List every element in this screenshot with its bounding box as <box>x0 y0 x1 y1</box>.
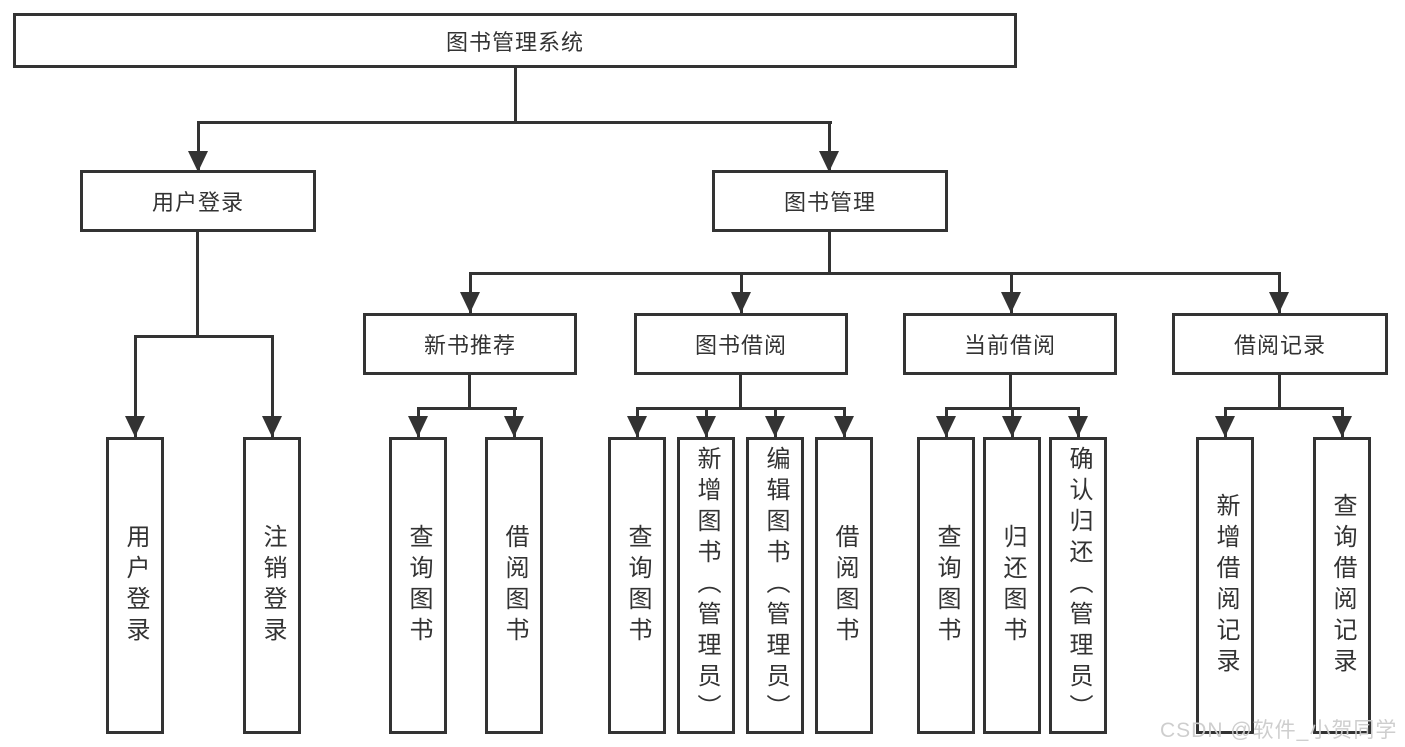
leaf-label: 新增借阅记录 <box>1212 492 1239 679</box>
node-label: 借阅记录 <box>1233 333 1326 358</box>
connector-hline <box>134 335 274 338</box>
connector-vline <box>739 375 742 410</box>
node-book-management: 图书管理 <box>712 170 948 232</box>
arrow-head <box>1269 292 1289 313</box>
leaf-query-books-2: 查询图书 <box>608 437 666 734</box>
leaf-return-books: 归还图书 <box>983 437 1041 734</box>
leaf-label: 查询借阅记录 <box>1329 492 1356 679</box>
arrow-head <box>1068 416 1088 437</box>
node-label: 新书推荐 <box>423 333 516 358</box>
leaf-borrow-books-2: 借阅图书 <box>815 437 873 734</box>
connector-hline <box>417 407 517 410</box>
connector-hline <box>1224 407 1344 410</box>
connector-vline <box>514 68 517 124</box>
node-label: 图书借阅 <box>694 333 787 358</box>
leaf-label: 注销登录 <box>259 523 286 648</box>
leaf-label: 借阅图书 <box>501 523 528 648</box>
leaf-add-books-admin: 新增图书（管理员） <box>677 437 735 734</box>
arrow-head <box>504 416 524 437</box>
leaf-label: 归还图书 <box>999 523 1026 648</box>
leaf-label: 确认归还（管理员） <box>1065 446 1092 725</box>
connector-vline <box>196 232 199 338</box>
arrow-head <box>765 416 785 437</box>
leaf-query-books-3: 查询图书 <box>917 437 975 734</box>
connector-vline <box>271 335 274 437</box>
leaf-label: 编辑图书（管理员） <box>762 446 789 725</box>
arrow-head <box>834 416 854 437</box>
watermark: CSDN @软件_小贺同学 <box>1160 719 1398 742</box>
connector-vline <box>197 121 200 172</box>
leaf-label: 查询图书 <box>405 523 432 648</box>
connector-hline <box>469 272 1281 275</box>
node-borrowing-records: 借阅记录 <box>1172 313 1388 375</box>
connector-vline <box>468 375 471 410</box>
leaf-logout: 注销登录 <box>243 437 301 734</box>
arrow-head <box>262 416 282 437</box>
node-label: 图书管理系统 <box>445 29 584 55</box>
arrow-head <box>125 416 145 437</box>
leaf-confirm-return-admin: 确认归还（管理员） <box>1049 437 1107 734</box>
node-new-book-recommend: 新书推荐 <box>363 313 577 375</box>
node-current-borrowing: 当前借阅 <box>903 313 1117 375</box>
arrow-head <box>696 416 716 437</box>
connector-vline <box>1009 375 1012 410</box>
arrow-head <box>627 416 647 437</box>
connector-vline <box>828 121 831 172</box>
arrow-head <box>1332 416 1352 437</box>
node-user-login: 用户登录 <box>80 170 316 232</box>
arrow-head <box>936 416 956 437</box>
leaf-borrow-books-1: 借阅图书 <box>485 437 543 734</box>
leaf-add-borrow-record: 新增借阅记录 <box>1196 437 1254 734</box>
leaf-label: 用户登录 <box>122 523 149 648</box>
arrow-head <box>408 416 428 437</box>
connector-vline <box>828 232 831 275</box>
arrow-head <box>188 151 208 172</box>
arrow-head <box>819 151 839 172</box>
node-label: 用户登录 <box>151 190 244 215</box>
arrow-head <box>1001 292 1021 313</box>
node-label: 当前借阅 <box>963 333 1056 358</box>
leaf-label: 借阅图书 <box>831 523 858 648</box>
node-label: 图书管理 <box>783 190 876 215</box>
connector-hline <box>636 407 846 410</box>
arrow-head <box>1002 416 1022 437</box>
connector-vline <box>134 335 137 437</box>
leaf-label: 查询图书 <box>624 523 651 648</box>
leaf-query-borrow-record: 查询借阅记录 <box>1313 437 1371 734</box>
connector-hline <box>197 121 832 124</box>
leaf-label: 新增图书（管理员） <box>693 446 720 725</box>
leaf-user-login: 用户登录 <box>106 437 164 734</box>
node-library-system: 图书管理系统 <box>13 13 1017 68</box>
leaf-edit-books-admin: 编辑图书（管理员） <box>746 437 804 734</box>
arrow-head <box>1215 416 1235 437</box>
leaf-label: 查询图书 <box>933 523 960 648</box>
arrow-head <box>731 292 751 313</box>
leaf-query-books-1: 查询图书 <box>389 437 447 734</box>
connector-vline <box>1278 375 1281 410</box>
node-book-borrowing: 图书借阅 <box>634 313 848 375</box>
arrow-head <box>460 292 480 313</box>
